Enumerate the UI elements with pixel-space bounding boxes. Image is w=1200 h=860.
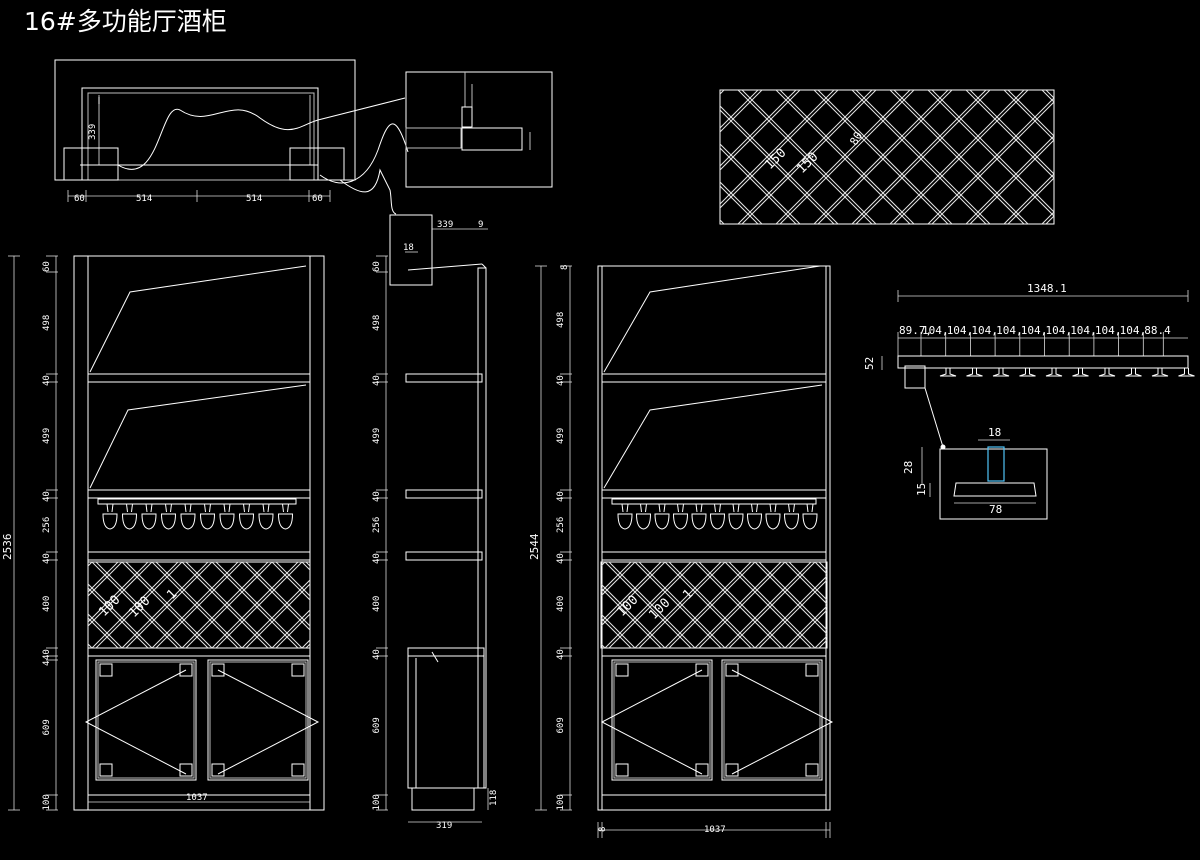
lattice-label-1: 150	[762, 146, 789, 173]
plan-dim-3: 514	[246, 194, 262, 204]
rack-detail-width: 78	[989, 503, 1002, 516]
rack-seg-label: 104,	[922, 324, 949, 337]
rack-detail-top: 18	[988, 426, 1001, 439]
height-dim-label: 40	[556, 491, 566, 502]
rack-seg-label: 89.7,	[899, 324, 932, 337]
height-dim-label: 400	[42, 596, 52, 612]
right-lattice-label-2: 100	[646, 596, 673, 623]
plan-detail-box	[405, 71, 553, 188]
rack-seg-label: 104,	[1046, 324, 1073, 337]
height-dim-label: 499	[42, 428, 52, 444]
height-dim-label: 609	[42, 719, 52, 735]
plan-depth-label: 339	[88, 124, 98, 140]
glass-rack-detail: 1348.1 89.7,104,104,104,104,104,104,104,…	[863, 282, 1195, 520]
front-elevation: 100 100 1 60498404994025640400404609100 …	[1, 255, 325, 811]
height-dim-label: 256	[372, 517, 382, 533]
plan-dim-4: 60	[312, 194, 323, 204]
right-width-label: 1037	[704, 825, 726, 835]
height-dim-label: 60	[42, 261, 52, 272]
height-dim-label: 400	[372, 596, 382, 612]
side-top-dim-2: 9	[478, 220, 483, 230]
side-plinth-label: 118	[489, 790, 499, 806]
height-dim-label: 499	[556, 428, 566, 444]
rack-detail-h2: 15	[915, 483, 928, 496]
height-dim-label: 498	[42, 315, 52, 331]
rack-seg-label: 104,	[1095, 324, 1122, 337]
height-dim-label: 40	[556, 375, 566, 386]
height-dim-label: 100	[556, 794, 566, 810]
height-dim-label: 40	[372, 649, 382, 660]
front-lattice-label-2: 100	[126, 594, 153, 621]
height-dim-label: 40	[42, 553, 52, 564]
height-dim-label: 40	[372, 553, 382, 564]
lattice-label-3: 80	[847, 130, 865, 148]
height-dim-label: 400	[556, 596, 566, 612]
rack-seg-label: 88.4	[1144, 324, 1171, 337]
rack-seg-label: 104,	[996, 324, 1023, 337]
height-dim-label: 498	[556, 312, 566, 328]
side-top-dim-3: 18	[403, 243, 414, 253]
height-dim-label: 40	[42, 375, 52, 386]
plan-dim-1: 60	[74, 194, 85, 204]
front-total-height: 2536	[1, 534, 14, 561]
right-total-height: 2544	[528, 533, 541, 560]
rack-seg-label: 104,	[1021, 324, 1048, 337]
rack-height-label: 52	[863, 357, 876, 370]
height-dim-label: 256	[42, 517, 52, 533]
height-dim-label: 40	[556, 649, 566, 660]
rack-seg-label: 104,	[971, 324, 998, 337]
rack-detail-h1: 28	[902, 461, 915, 474]
rack-total-label: 1348.1	[1027, 282, 1067, 295]
front-width-label: 1037	[186, 793, 208, 803]
rack-seg-label: 104,	[1070, 324, 1097, 337]
side-depth-label: 319	[436, 821, 452, 831]
right-top-offset: 8	[560, 265, 570, 270]
rack-seg-label: 104,	[1120, 324, 1147, 337]
height-dim-label: 40	[372, 375, 382, 386]
cross-lattice-detail: 150 150 80	[719, 89, 1055, 225]
lattice-label-2: 150	[794, 150, 821, 177]
height-dim-label: 499	[372, 428, 382, 444]
height-dim-label: 498	[372, 315, 382, 331]
height-dim-label: 40	[372, 491, 382, 502]
height-dim-label: 256	[556, 517, 566, 533]
height-dim-label: 40	[42, 491, 52, 502]
height-dim-label: 4	[42, 661, 52, 666]
height-dim-label: 609	[556, 717, 566, 733]
drawing-title: 16#多功能厅酒柜	[24, 7, 227, 36]
side-top-dim-1: 339	[437, 220, 453, 230]
front-lattice-label-3: 1	[164, 587, 180, 603]
height-dim-label: 609	[372, 717, 382, 733]
side-elevation: 339 9 18 60 498 40 499 40 256 40 400 40 609 100 31…	[372, 214, 499, 831]
right-side-offset: 8	[598, 827, 608, 832]
height-dim-label: 60	[372, 261, 382, 272]
height-dim-label: 40	[556, 553, 566, 564]
height-dim-label: 40	[42, 649, 52, 660]
height-dim-label: 100	[372, 794, 382, 810]
plan-dim-2: 514	[136, 194, 152, 204]
height-dim-label: 100	[42, 794, 52, 810]
plan-view: 339 60 514 514 60	[54, 59, 409, 215]
rack-seg-label: 104,	[947, 324, 974, 337]
